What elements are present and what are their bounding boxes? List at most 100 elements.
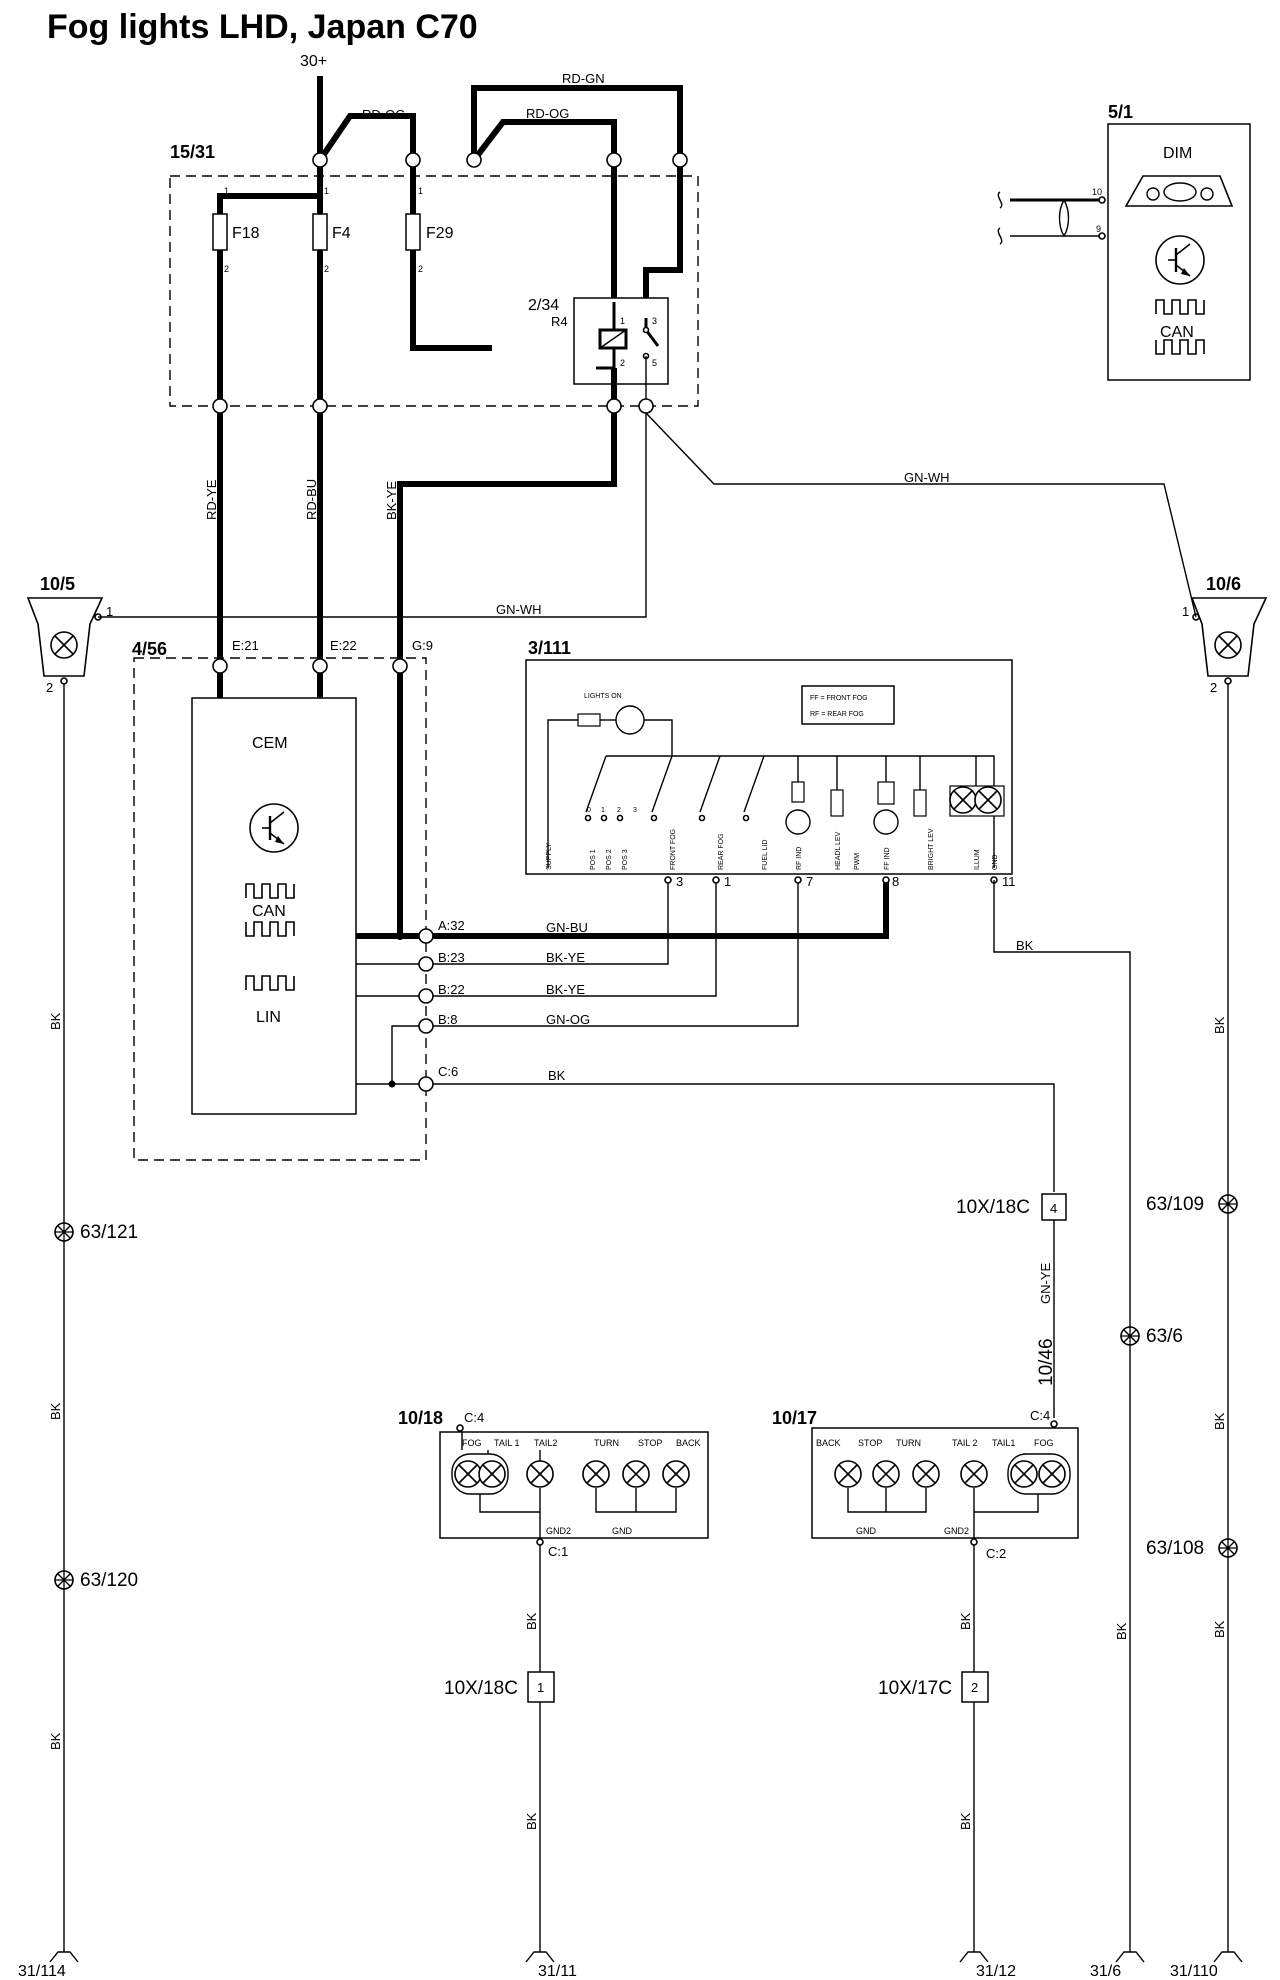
switch-function-label: HEADL LEV	[835, 831, 842, 870]
cem-module-4-56: 4/56 CEM CAN LIN E:21 E:22 G:9 A:32 B:23…	[132, 638, 465, 1161]
svg-text:BACK: BACK	[816, 1438, 841, 1448]
lamp-left-id: 10/5	[40, 574, 75, 594]
wire-label-bk-r1: BK	[1114, 1622, 1129, 1640]
svg-text:C:4: C:4	[1030, 1408, 1050, 1423]
svg-text:2: 2	[620, 358, 625, 368]
wire-label-gn-wh-top: GN-WH	[904, 470, 950, 485]
svg-text:TURN: TURN	[896, 1438, 921, 1448]
svg-text:2: 2	[617, 807, 621, 814]
wire-label-rd-og-left: RD-OG	[362, 107, 405, 122]
svg-text:C:2: C:2	[986, 1546, 1006, 1561]
dim-transistor-icon	[1154, 234, 1206, 286]
wire-label-bk-ye-v: BK-YE	[384, 481, 399, 520]
wire-label-rd-bu: RD-BU	[304, 479, 319, 520]
switch-function-label: RF IND	[796, 847, 803, 870]
svg-text:1: 1	[1182, 604, 1189, 619]
svg-text:STOP: STOP	[638, 1438, 662, 1448]
wire-label-gn-ye: GN-YE	[1038, 1263, 1053, 1305]
wire-label-bk-c1: BK	[524, 1612, 539, 1630]
svg-text:BACK: BACK	[676, 1438, 701, 1448]
ground-31-110: 31/110	[1170, 1939, 1243, 1980]
svg-text:TURN: TURN	[594, 1438, 619, 1448]
wire-label-bk-r4: BK	[1212, 1620, 1227, 1638]
svg-text:TAIL2: TAIL2	[534, 1438, 557, 1448]
harness-fusebox-cem	[217, 413, 617, 936]
switch-pin-11: 11	[1002, 874, 1016, 889]
svg-text:1: 1	[601, 807, 605, 814]
wire-label-bk-r2: BK	[1212, 1016, 1227, 1034]
cem-pin-b23: B:23	[438, 950, 465, 965]
relay-id: 2/34	[528, 297, 559, 314]
switch-function-label: SUPPLY	[546, 843, 553, 870]
svg-text:1: 1	[418, 186, 423, 196]
svg-text:FOG: FOG	[1034, 1438, 1054, 1448]
svg-text:31/114: 31/114	[18, 1963, 66, 1980]
svg-text:2: 2	[224, 264, 229, 274]
svg-text:C:4: C:4	[464, 1410, 484, 1425]
relay-name: R4	[551, 314, 568, 329]
ground-31-12: 31/12	[959, 1939, 1016, 1980]
fuse-name-f4: F4	[332, 225, 351, 242]
ground-31-6: 31/6	[1090, 1939, 1145, 1980]
svg-text:TAIL 1: TAIL 1	[494, 1438, 520, 1448]
wire-label-10-46: 10/46	[1036, 1338, 1057, 1386]
svg-text:1: 1	[324, 186, 329, 196]
splice-63-120: 63/120	[54, 1570, 138, 1591]
dim-id: 5/1	[1108, 102, 1133, 122]
svg-text:9: 9	[1096, 224, 1101, 234]
svg-text:31/12: 31/12	[976, 1963, 1016, 1980]
cem-pin-c6: C:6	[438, 1064, 458, 1079]
fusebox-15-31: 15/31 1 2 F18 1 2 F4 1 2 F29 2/34	[169, 142, 699, 414]
wire-label-bk-l1: BK	[48, 1012, 63, 1030]
svg-text:STOP: STOP	[858, 1438, 882, 1448]
switch-function-label: FF IND	[884, 847, 891, 870]
wire-label-gn-og: GN-OG	[546, 1012, 590, 1027]
cem-bus-lin: LIN	[256, 1009, 281, 1026]
switch-id: 3/111	[528, 638, 571, 658]
switch-function-label: POS 2	[606, 849, 613, 870]
svg-text:C:1: C:1	[548, 1544, 568, 1559]
svg-text:4: 4	[1050, 1201, 1057, 1216]
switch-pin-8: 8	[892, 874, 899, 889]
svg-text:2: 2	[971, 1680, 978, 1695]
svg-text:1: 1	[224, 186, 229, 196]
svg-text:63/108: 63/108	[1146, 1538, 1204, 1559]
svg-text:2: 2	[324, 264, 329, 274]
fuse-name-f29: F29	[426, 225, 454, 242]
svg-text:GND: GND	[612, 1526, 633, 1536]
svg-text:10X/18C: 10X/18C	[444, 1678, 518, 1699]
svg-text:3: 3	[652, 316, 657, 326]
cem-box-id: 4/56	[132, 639, 167, 659]
cem-pin-b22: B:22	[438, 982, 465, 997]
splice-63-109: 63/109	[1146, 1194, 1238, 1215]
switch-lights-on: LIGHTS ON	[584, 693, 622, 700]
dim-module-5-1: 5/1 DIM CAN 10 9	[997, 102, 1251, 381]
svg-text:63/120: 63/120	[80, 1570, 138, 1591]
cem-bus-can: CAN	[252, 903, 286, 920]
cem-switch-wires	[356, 882, 1055, 1192]
cem-pin-a32: A:32	[438, 918, 465, 933]
wire-label-bk-c3: BK	[958, 1612, 973, 1630]
switch-pin-3: 3	[676, 874, 683, 889]
supply-label: 30+	[300, 53, 327, 70]
switch-function-label: PWM	[854, 853, 861, 870]
svg-text:2: 2	[418, 264, 423, 274]
wire-label-rd-ye: RD-YE	[204, 479, 219, 520]
wire-label-bk-c4: BK	[958, 1812, 973, 1830]
switch-function-label: BRIGHT LEV	[928, 828, 935, 870]
wire-label-bk-ye-2: BK-YE	[546, 982, 585, 997]
svg-text:31/6: 31/6	[1090, 1963, 1121, 1980]
fuse-f4: 1 2 F4	[312, 186, 351, 274]
switch-pin-7: 7	[806, 874, 813, 889]
switch-function-label: POS 3	[622, 849, 629, 870]
svg-text:10X/18C: 10X/18C	[956, 1197, 1030, 1218]
ground-31-11: 31/11	[525, 1939, 577, 1980]
rear-left-id: 10/18	[398, 1408, 443, 1428]
cem-pin-e22: E:22	[330, 638, 357, 653]
svg-text:1: 1	[620, 316, 625, 326]
cem-pin-g9: G:9	[412, 638, 433, 653]
connector-10x17c-pin2: 10X/17C 2	[878, 1671, 989, 1703]
fuse-f18: 1 2 F18	[212, 186, 260, 274]
front-fog-lamp-right: 10/6 1 2	[1182, 574, 1268, 695]
fuse-name-f18: F18	[232, 225, 260, 242]
